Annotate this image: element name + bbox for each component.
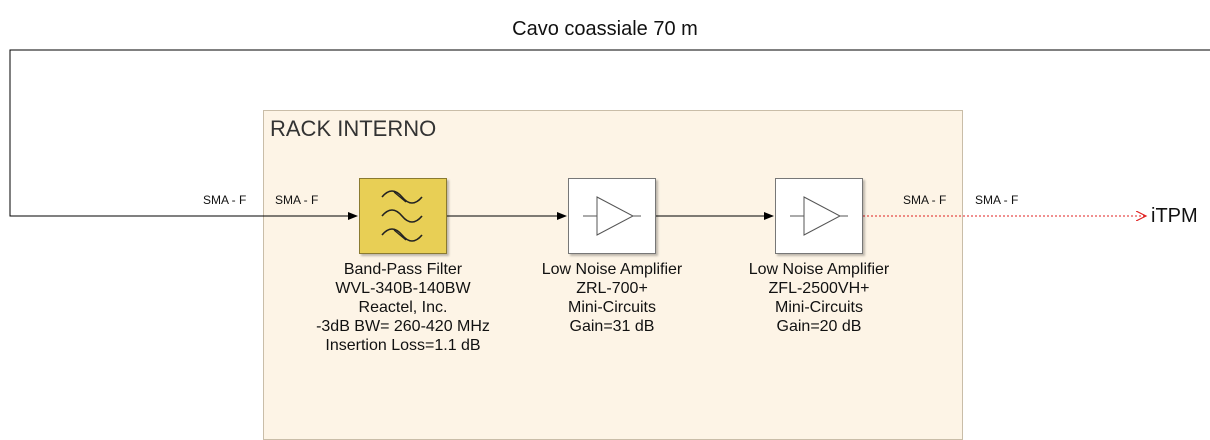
caption-line: Mini-Circuits: [568, 299, 656, 316]
caption-line: WVL-340B-140BW: [335, 280, 471, 297]
port-label-right-inner: SMA - F: [903, 193, 947, 207]
diagram-title: Cavo coassiale 70 m: [512, 18, 698, 40]
port-label-left-outer: SMA - F: [203, 193, 247, 207]
lna-1-caption: Low Noise Amplifier ZRL-700+ Mini-Circui…: [492, 260, 732, 336]
signal-chain-diagram: Cavo coassiale 70 m RACK INTERNO SMA - F…: [9, 18, 1210, 440]
port-label-right-outer: SMA - F: [975, 193, 1019, 207]
wiring-layer: [9, 49, 1210, 424]
amplifier-icon: [790, 196, 848, 236]
caption-line: Gain=20 dB: [776, 318, 862, 335]
caption-line: ZRL-700+: [576, 280, 648, 297]
caption-line: Gain=31 dB: [569, 318, 655, 335]
rack-label: RACK INTERNO: [270, 116, 437, 141]
rack-container: [263, 110, 963, 440]
lna-2-caption: Low Noise Amplifier ZFL-2500VH+ Mini-Cir…: [699, 260, 939, 336]
amplifier-icon: [583, 196, 641, 236]
band-pass-filter-icon: [381, 190, 423, 242]
output-label: iTPM: [1151, 205, 1198, 227]
caption-line: Mini-Circuits: [775, 299, 863, 316]
coax-cable-wire: [9, 49, 1210, 220]
port-label-left-inner: SMA - F: [275, 193, 319, 207]
caption-line: Insertion Loss=1.1 dB: [325, 337, 481, 354]
caption-line: Reactel, Inc.: [358, 299, 448, 316]
band-pass-filter-caption: Band-Pass Filter WVL-340B-140BW Reactel,…: [283, 260, 523, 355]
band-pass-filter-block[interactable]: [359, 178, 447, 254]
caption-line: -3dB BW= 260-420 MHz: [316, 318, 490, 335]
lna-2-block[interactable]: [775, 178, 863, 254]
caption-line: Band-Pass Filter: [343, 261, 463, 278]
caption-line: ZFL-2500VH+: [768, 280, 870, 297]
caption-line: Low Noise Amplifier: [748, 261, 890, 278]
caption-line: Low Noise Amplifier: [541, 261, 683, 278]
lna-1-block[interactable]: [568, 178, 656, 254]
